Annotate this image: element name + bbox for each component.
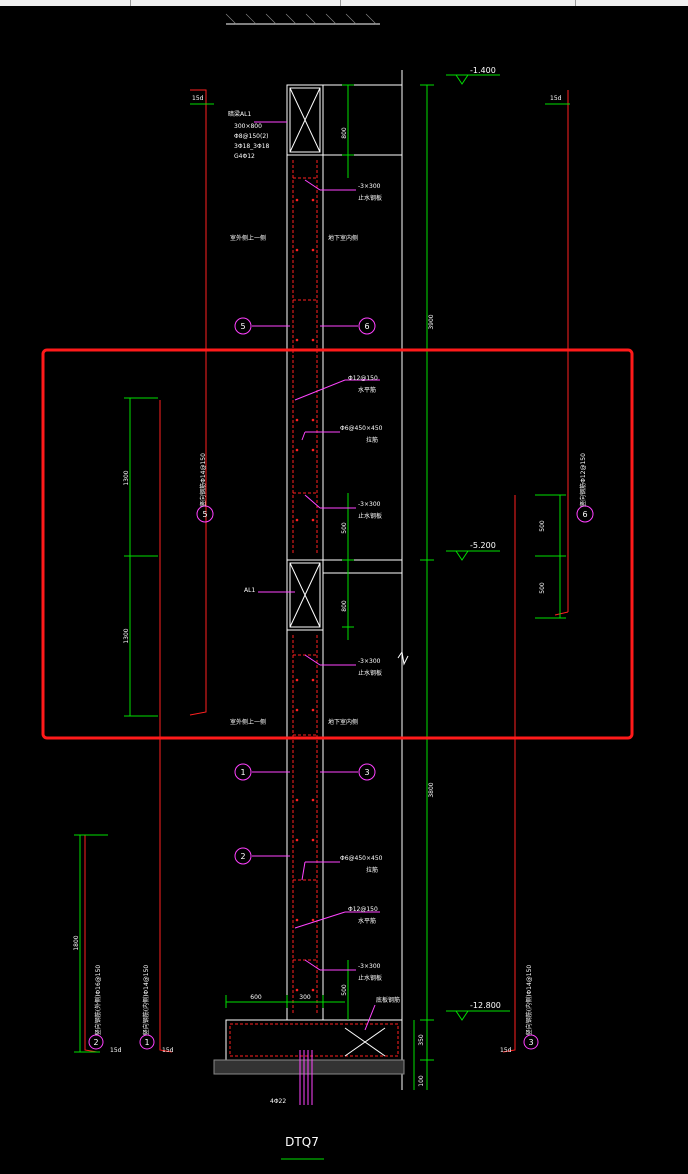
marker-5-label: 5: [240, 322, 245, 331]
marker-3b-label: 3: [528, 1038, 533, 1047]
vbar-bottom-3: 竖向钢筋(内侧)Φ14@150: [525, 965, 533, 1036]
marker-6-label: 6: [364, 322, 369, 331]
dim-foot-300: 300: [299, 994, 311, 1001]
plate-1-name: 止水钢板: [358, 194, 382, 202]
side-label-outer-top: 室外侧上一侧: [230, 234, 266, 242]
dim-foot-600: 600: [250, 994, 262, 1001]
tie-1-name: 拉筋: [366, 436, 378, 444]
dim-foot-350: 350: [418, 1034, 425, 1046]
anchor-right-top: 15d: [550, 95, 562, 102]
plate-3-size: -3×300: [358, 658, 381, 665]
marker-5: 5: [234, 317, 252, 335]
top-toolbar-strip: [0, 0, 688, 6]
marker-1b: 1: [139, 1034, 155, 1050]
tie-2-spec: Φ6@450×450: [340, 855, 383, 862]
marker-1b-label: 1: [144, 1038, 149, 1047]
beam-al1-line-2: 300×800: [234, 123, 262, 130]
footing-rebar-label: 底板钢筋: [376, 996, 400, 1004]
marker-3-label: 3: [364, 768, 369, 777]
beam-al1-mid: [286, 559, 324, 631]
anchor-bottom-c: 15d: [500, 1047, 512, 1054]
plate-3-name: 止水钢板: [358, 669, 382, 677]
dim-left-1300-b: 1300: [123, 628, 130, 643]
marker-6b: 6: [576, 505, 594, 523]
anchor-bottom-b: 15d: [162, 1047, 174, 1054]
marker-2-label: 2: [240, 852, 245, 861]
marker-6: 6: [358, 317, 376, 335]
marker-1-label: 1: [240, 768, 245, 777]
vertical-rebar-long: [84, 89, 569, 1053]
vbar-bottom-1: 竖向钢筋(内侧)Φ14@150: [142, 965, 150, 1036]
dim-500-a: 500: [341, 522, 348, 534]
dim-right-500-a: 500: [539, 520, 546, 532]
side-label-outer-mid: 室外侧上一侧: [230, 718, 266, 726]
beam-al1-line-3: Φ8@150(2): [234, 133, 269, 140]
marker-3b: 3: [523, 1034, 539, 1050]
beam-al1-line-5: G4Φ12: [234, 153, 255, 160]
side-label-inner-top: 地下室内侧: [328, 234, 358, 242]
dim-left-1800: 1800: [73, 935, 80, 950]
beam-al1-line-4: 3Φ18_3Φ18: [234, 143, 270, 150]
marker-3: 3: [358, 763, 376, 781]
footing: [213, 1019, 405, 1075]
bottom-anchor-spec: 4Φ22: [270, 1098, 286, 1105]
dim-foot-100: 100: [418, 1075, 425, 1087]
dim-right-500-b: 500: [539, 582, 546, 594]
drawing-title: DTQ7: [285, 1135, 319, 1149]
side-label-inner-mid: 地下室内侧: [328, 718, 358, 726]
marker-2b-label: 2: [93, 1038, 98, 1047]
marker-5b: 5: [196, 505, 214, 523]
plate-4-name: 止水钢板: [358, 974, 382, 982]
dimension-lines: [74, 74, 570, 1160]
tie-2-name: 拉筋: [366, 866, 378, 874]
vbar-bottom-2: 竖向钢筋(外侧)Φ16@150: [94, 965, 102, 1036]
marker-5b-label: 5: [202, 510, 207, 519]
break-symbol: [397, 650, 409, 666]
highlight-box: [41, 348, 634, 740]
dim-beam-mid: 800: [341, 600, 348, 612]
wall-section: [286, 70, 403, 1090]
elevation-top: -1.400: [470, 66, 496, 75]
top-ground-hatch: [225, 13, 380, 25]
vbar-right-6: 竖向钢筋Φ12@150: [579, 453, 587, 507]
marker-2: 2: [234, 847, 252, 865]
elevation-mid: -5.200: [470, 541, 496, 550]
marker-2b: 2: [88, 1034, 104, 1050]
plate-4-size: -3×300: [358, 963, 381, 970]
beam-al1-line-1: 暗梁AL1: [228, 110, 251, 118]
tie-1-spec: Φ6@450×450: [340, 425, 383, 432]
wall-rebar-lines: [292, 160, 318, 1015]
dim-foot-500: 500: [341, 984, 348, 996]
elevation-bottom: -12.800: [470, 1001, 501, 1010]
beam-al1-mid-label: AL1: [244, 587, 255, 594]
marker-1: 1: [234, 763, 252, 781]
plate-2-name: 止水钢板: [358, 512, 382, 520]
horiz-rebar-1-name: 水平筋: [358, 386, 376, 394]
marker-6b-label: 6: [582, 510, 587, 519]
dim-beam-top: 800: [341, 127, 348, 139]
dim-left-1300-a: 1300: [123, 470, 130, 485]
vbar-left-5: 竖向钢筋Φ14@150: [199, 453, 207, 507]
beam-al1-label-block: 暗梁AL1 300×800 Φ8@150(2) 3Φ18_3Φ18 G4Φ12: [228, 110, 270, 160]
horiz-rebar-1-spec: Φ12@150: [348, 375, 378, 382]
anchor-bottom-a: 15d: [110, 1047, 122, 1054]
dim-lower-story: 3800: [428, 782, 435, 797]
anchor-bars: [299, 1050, 313, 1105]
horiz-rebar-2-name: 水平筋: [358, 917, 376, 925]
leader-lines: [252, 121, 380, 1031]
anchor-left-top: 15d: [192, 95, 204, 102]
dim-upper-story: 3900: [428, 314, 435, 329]
rebar-dots: [295, 198, 315, 992]
plate-2-size: -3×300: [358, 501, 381, 508]
plate-1-size: -3×300: [358, 183, 381, 190]
beam-al1-top: [286, 84, 324, 156]
horiz-rebar-2-spec: Φ12@150: [348, 906, 378, 913]
